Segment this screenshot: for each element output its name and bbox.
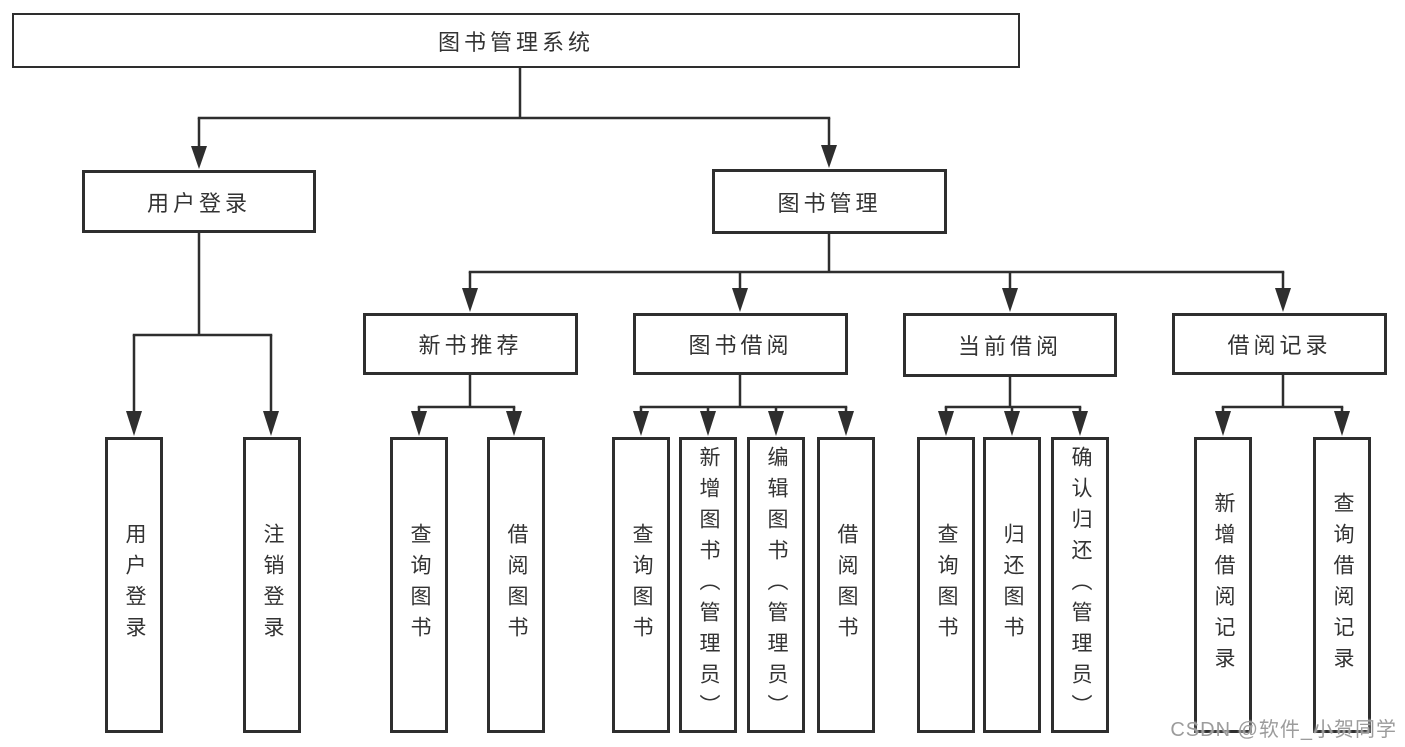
node-label: 查询图书: [935, 523, 958, 647]
node-label: 注销登录: [261, 523, 284, 647]
node-label: 用户登录: [123, 523, 146, 647]
node-label: 确认归还（管理员）: [1069, 445, 1092, 725]
node-label: 新书推荐: [418, 333, 523, 358]
node-label: 查询图书: [408, 523, 431, 647]
leaf-borrow-book-2: 借阅图书: [817, 437, 875, 733]
leaf-return-book: 归还图书: [983, 437, 1041, 733]
leaf-edit-book-admin: 编辑图书（管理员）: [747, 437, 805, 733]
csdn-watermark: CSDN @软件_小贺同学: [1170, 719, 1397, 741]
leaf-confirm-return-admin: 确认归还（管理员）: [1051, 437, 1109, 733]
node-label: 图书管理: [777, 190, 882, 216]
leaf-add-book-admin: 新增图书（管理员）: [679, 437, 737, 733]
node-label: 借阅图书: [835, 523, 858, 647]
leaf-logout: 注销登录: [243, 437, 301, 733]
node-label: 借阅记录: [1227, 333, 1332, 358]
leaf-query-book-1: 查询图书: [390, 437, 448, 733]
node-library-management-system: 图书管理系统: [12, 13, 1020, 68]
leaf-borrow-book-1: 借阅图书: [487, 437, 545, 733]
node-borrow-record: 借阅记录: [1172, 313, 1387, 375]
node-book-management: 图书管理: [712, 169, 947, 234]
node-label: 归还图书: [1001, 523, 1024, 647]
leaf-query-book-2: 查询图书: [612, 437, 670, 733]
node-book-borrow: 图书借阅: [633, 313, 848, 375]
node-label: 新增图书（管理员）: [697, 445, 720, 725]
node-current-borrow: 当前借阅: [903, 313, 1117, 377]
arrowheads: [126, 145, 1350, 436]
node-label: 查询借阅记录: [1331, 492, 1354, 678]
node-label: 用户登录: [146, 190, 251, 216]
leaf-query-borrow-record: 查询借阅记录: [1313, 437, 1371, 733]
leaf-query-book-3: 查询图书: [917, 437, 975, 733]
leaf-add-borrow-record: 新增借阅记录: [1194, 437, 1252, 733]
leaf-user-login: 用户登录: [105, 437, 163, 733]
node-label: 编辑图书（管理员）: [765, 445, 788, 725]
node-label: 新增借阅记录: [1212, 492, 1235, 678]
node-label: 当前借阅: [957, 334, 1062, 359]
node-label: 查询图书: [630, 523, 653, 647]
node-new-book-recommend: 新书推荐: [363, 313, 578, 375]
node-label: 借阅图书: [505, 523, 528, 647]
node-label: 图书管理系统: [437, 29, 594, 55]
node-user-login: 用户登录: [82, 170, 316, 233]
node-label: 图书借阅: [688, 333, 793, 358]
